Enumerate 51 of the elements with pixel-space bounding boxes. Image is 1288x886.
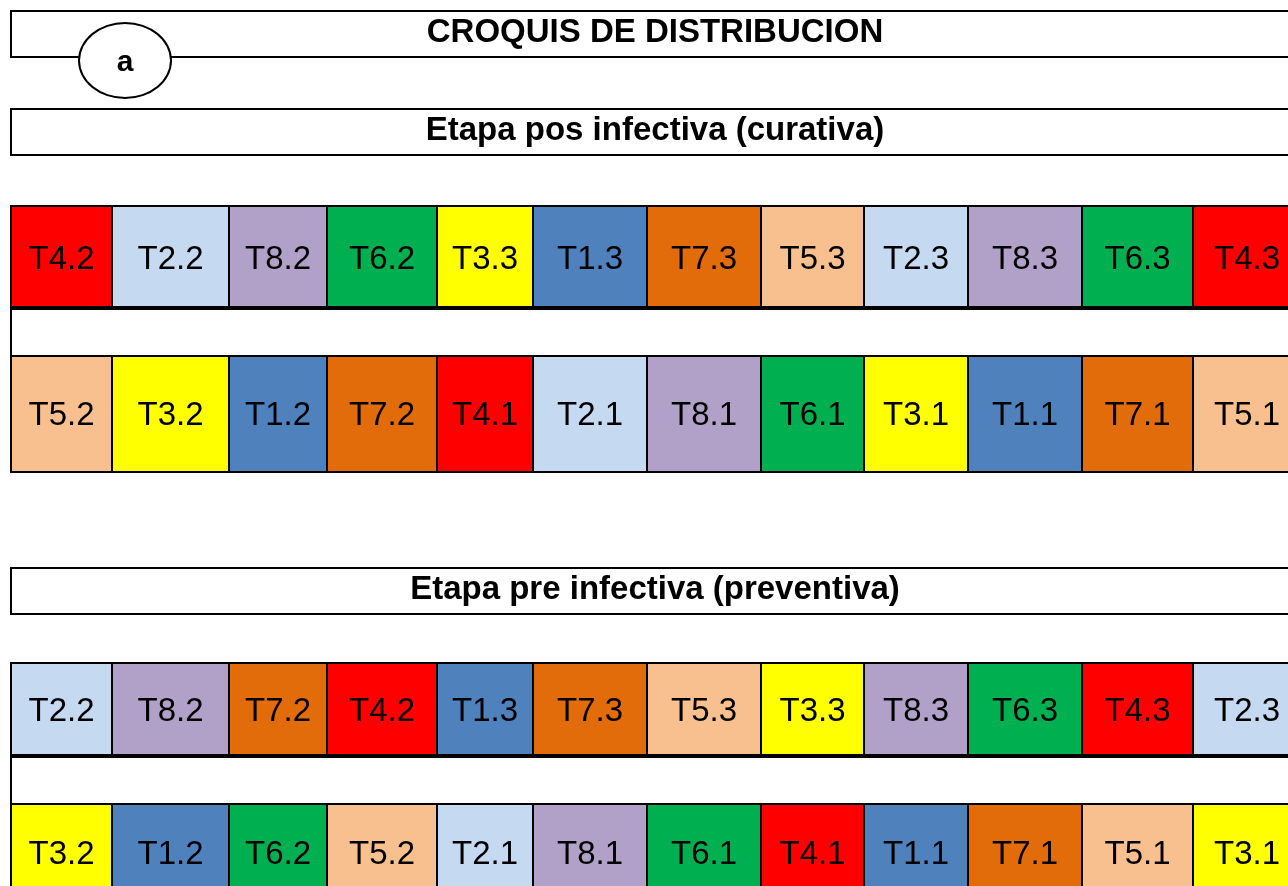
plot-cell: T6.3 [1081, 205, 1194, 310]
plot-cell: T8.1 [646, 355, 762, 473]
plot-cell: T8.3 [863, 662, 969, 758]
plot-cell: T3.3 [760, 662, 865, 758]
plot-cell: T4.1 [760, 803, 865, 886]
plot-cell: T8.2 [228, 205, 328, 310]
plot-cell: T3.1 [863, 355, 969, 473]
plot-cell: T6.3 [967, 662, 1083, 758]
plot-cell: T1.2 [228, 355, 328, 473]
plot-cell: T7.2 [228, 662, 328, 758]
plot-cell: T4.2 [10, 205, 113, 310]
plot-cell: T6.1 [760, 355, 865, 473]
plot-cell: T3.3 [436, 205, 534, 310]
plot-cell: T3.2 [10, 803, 113, 886]
plot-cell: T4.2 [326, 662, 438, 758]
plot-cell: T6.1 [646, 803, 762, 886]
plot-cell: T8.2 [111, 662, 230, 758]
plot-cell: T4.3 [1081, 662, 1194, 758]
plot-cell: T1.3 [532, 205, 648, 310]
plot-cell: T1.1 [967, 355, 1083, 473]
section-header: Etapa pre infectiva (preventiva) [10, 567, 1288, 615]
plot-cell: T7.3 [646, 205, 762, 310]
plot-cell: T1.2 [111, 803, 230, 886]
plot-cell: T5.1 [1192, 355, 1288, 473]
plot-cell: T5.3 [646, 662, 762, 758]
plot-cell: T7.1 [967, 803, 1083, 886]
plot-cell: T4.1 [436, 355, 534, 473]
plot-cell: T6.2 [326, 205, 438, 310]
plot-cell: T2.1 [436, 803, 534, 886]
plot-cell: T5.2 [326, 803, 438, 886]
plot-cell: T7.1 [1081, 355, 1194, 473]
plot-cell: T2.3 [863, 205, 969, 310]
plot-cell: T6.2 [228, 803, 328, 886]
plot-cell: T2.2 [111, 205, 230, 310]
plot-cell: T8.1 [532, 803, 648, 886]
plot-cell: T5.1 [1081, 803, 1194, 886]
section-header: Etapa pos infectiva (curativa) [10, 108, 1288, 156]
plot-cell: T3.1 [1192, 803, 1288, 886]
plot-cell: T7.3 [532, 662, 648, 758]
plot-cell: T5.3 [760, 205, 865, 310]
plot-cell: T7.2 [326, 355, 438, 473]
plot-cell: T1.1 [863, 803, 969, 886]
plot-cell: T8.3 [967, 205, 1083, 310]
plot-cell: T2.1 [532, 355, 648, 473]
panel-letter-circle: a [78, 22, 172, 99]
plot-cell: T4.3 [1192, 205, 1288, 310]
plot-cell: T2.2 [10, 662, 113, 758]
plot-cell: T2.3 [1192, 662, 1288, 758]
plot-cell: T1.3 [436, 662, 534, 758]
plot-cell: T3.2 [111, 355, 230, 473]
plot-cell: T5.2 [10, 355, 113, 473]
